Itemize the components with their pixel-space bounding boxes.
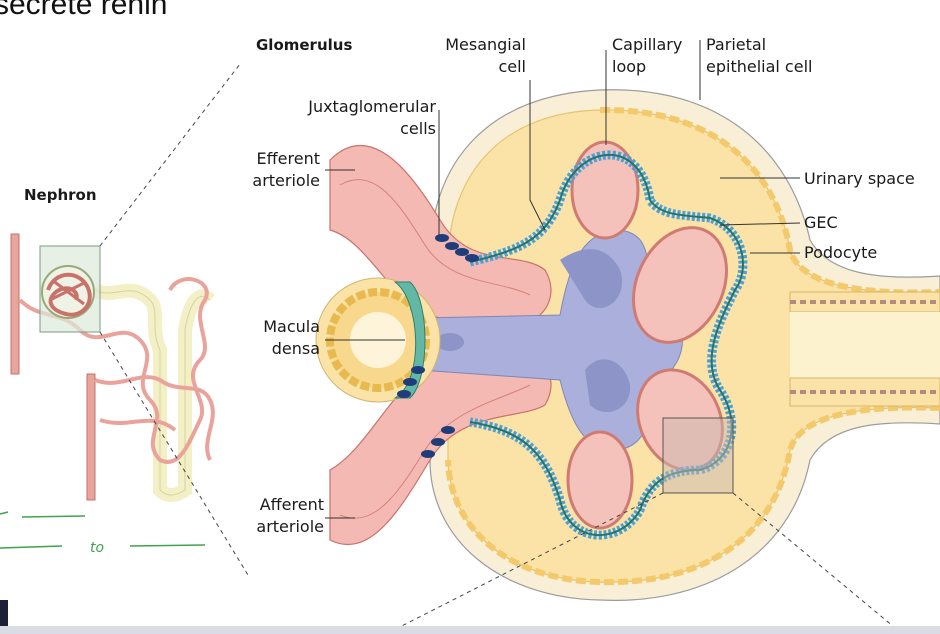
macula-label-1: Macula	[263, 317, 320, 336]
nephron-label: Nephron	[24, 186, 97, 204]
nephron-vessel-lower	[86, 373, 96, 501]
podocyte-layer	[468, 150, 748, 540]
efferent-label-1: Efferent	[257, 149, 320, 168]
podocyte-zoom-box	[662, 417, 734, 494]
efferent-label-2: arteriole	[252, 171, 320, 190]
capillary-label-2: loop	[612, 57, 646, 76]
nephron-schematic	[10, 63, 249, 576]
handwriting-text: to	[90, 540, 104, 556]
mesangial-label-2: cell	[498, 57, 526, 76]
parietal-label-2: epithelial cell	[706, 57, 812, 76]
nephron-vessel	[10, 233, 20, 375]
macula-label-2: densa	[272, 339, 320, 358]
heading-text: secrete renin	[0, 0, 167, 21]
capillary-loop-right-upper	[632, 226, 728, 344]
corner-marker	[0, 600, 8, 634]
podocyte-label: Podocyte	[804, 243, 877, 262]
afferent-label-2: arteriole	[256, 517, 324, 536]
afferent-label-1: Afferent	[260, 495, 324, 514]
bottom-scroll-bar[interactable]	[0, 626, 940, 634]
capillary-label-1: Capillary	[612, 35, 682, 54]
glomerulus-label: Glomerulus	[256, 36, 352, 54]
mesangium	[419, 229, 683, 451]
nephron-tubule	[91, 283, 215, 502]
mesangial-label-1: Mesangial	[445, 35, 526, 54]
urinary-space-label: Urinary space	[804, 169, 915, 188]
handwriting-annotations	[0, 511, 206, 549]
juxtaglomerular-cells	[397, 234, 479, 458]
gec-label: GEC	[804, 213, 838, 232]
parietal-label-1: Parietal	[706, 35, 766, 54]
capillary-loop-top	[570, 140, 640, 240]
juxta-label-1: Juxtaglomerular	[307, 97, 436, 116]
juxta-label-2: cells	[400, 119, 436, 138]
capillary-loop-bottom	[566, 430, 634, 530]
